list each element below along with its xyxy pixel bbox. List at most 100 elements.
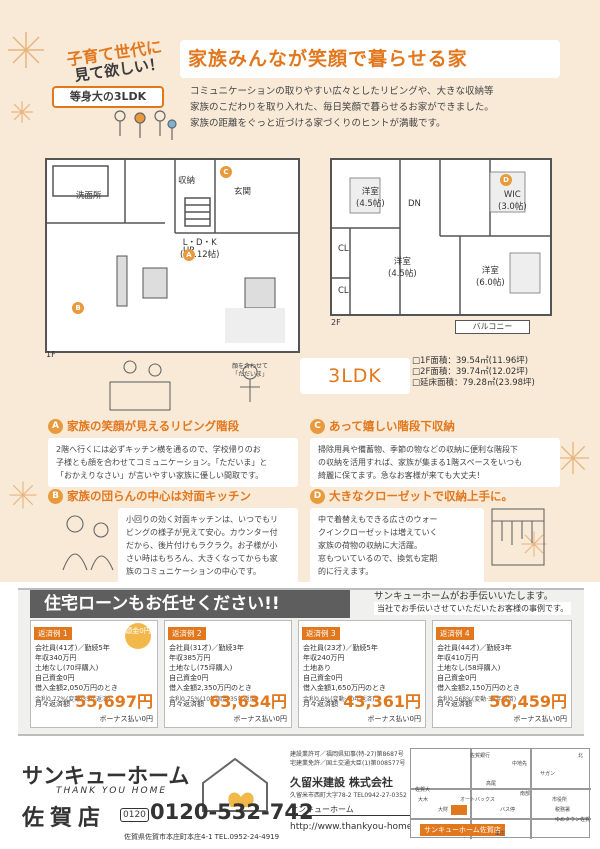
case-tag: 返済例 3 [302,627,340,640]
intro-line: 家族の距離をぐっと近づける家づくりのヒントが満載です。 [190,118,446,129]
case-rate: 金利0.75%(10年固定·35年返済) [169,696,258,703]
case-info: 土地なし(75坪購入) [169,664,233,672]
repayment-card: 返済例 1 会社員(41才)／勤続5年年収340万円土地なし(70坪購入) 自己資… [30,620,158,728]
snowflake-decoration [8,32,44,68]
point-text: 族のコミュニケーションの中心です。 [126,567,262,576]
point-text: さい時はもちろん、大きくなってからも家 [126,554,278,563]
loan-title: 住宅ローンもお任せください!! [30,590,350,618]
room-2f-western-3: 洋室 (6.0帖) [476,266,505,288]
plan-1f-walls [45,158,300,343]
room-wash: 洗面所 [76,191,102,201]
case-info: 年収410万円 [437,654,479,662]
point-text: クインクローゼットは増えていく [318,528,438,537]
case-amount: 55,697円 [75,692,153,711]
snowflake-decoration [521,531,547,557]
case-info: 年収340万円 [35,654,77,662]
room-ldk: L・D・K (15.12帖) [180,238,220,260]
map-label: 佐賀大 [415,787,431,793]
case-info: 自己資金0円 [303,674,343,682]
page-title: 家族みんなが笑顔で暮らせる家 [188,48,468,70]
case-info: 会社員(44才)／勤続3年 [437,644,512,652]
case-tag: 返済例 4 [436,627,474,640]
company-name: 久留米建設 株式会社 [290,776,393,789]
family-illustration [114,110,177,140]
marker-c: C [220,166,232,178]
case-pay-label: 月々返済額 [437,700,472,708]
point-text: 綺麗に保てます。急なお客様が来ても大丈夫！ [318,471,485,480]
point-text: 窓もついているので、換気も定期 [318,554,438,563]
case-bonus: ボーナス払い0円 [513,715,567,723]
repayment-card: 返済例 3 会社員(23才)／勤続5年年収240万円土地あり自己資金0円借入金額… [298,620,426,728]
layout-type: 3LDK [300,358,410,394]
stairs-down-label: DN [408,199,421,209]
map-caption: サンキューホーム佐賀店 [420,824,505,836]
kitchen-family-illustration [62,515,114,571]
case-tag: 返済例 1 [34,627,72,640]
map-label: バス停 [500,807,516,813]
badge-line-3: 等身大の3LDK [52,86,164,108]
company-address: 久留米市西町大字78-2 TEL0942-27-0352 [290,792,407,799]
point-text: 掃除用具や備蓄物、季節の物などの収納に便利な階段下 [318,445,518,454]
point-badge: B [48,488,63,504]
point-title: あって嬉しい階段下収納 [329,419,455,433]
case-info: 土地あり [303,664,331,672]
balcony-label: バルコニー [455,320,530,334]
point-text: 小回りの効く対面キッチンは、いつでもリ [126,515,278,524]
snowflake-decoration [11,101,33,123]
map-label: 市役所 [552,797,568,803]
area-2f: □2F面積：39.74㎡(12.02坪) [412,367,529,377]
case-amount: 56,459円 [489,692,567,711]
map-label: 高尾 [486,781,497,787]
case-info: 土地なし(70坪購入) [35,664,99,672]
map-label: オートバックス [460,797,495,803]
case-info: 自己資金0円 [169,674,209,682]
case-pay-label: 月々返済額 [35,700,70,708]
case-info: 会社員(41才)／勤続5年 [35,644,110,652]
case-bonus: ボーナス払い0円 [367,715,421,723]
title-bar [180,40,560,78]
down-payment-badge: 頭金0円 [125,623,151,649]
case-rate: 金利0.568%(変動·35年返済) [437,696,517,703]
access-map [410,748,591,839]
case-bonus: ボーナス払い0円 [233,715,287,723]
license-info: 建設業許可／福岡県知事(特-27)第8687号宅建業免許／国土交通大臣(1)第0… [290,750,405,768]
point-badge: D [310,488,325,504]
map-label: 南部 [520,791,531,797]
shop-address: 佐賀県佐賀市本庄町本庄4-1 TEL.0952-24-4919 [124,833,280,841]
repayment-card: 返済例 4 会社員(44才)／勤続3年年収410万円土地なし(58坪購入)自己資… [432,620,572,728]
case-info: 借入金額1,650万円のとき [303,684,387,692]
case-info: 借入金額2,050万円のとき [35,684,119,692]
case-pay-label: 月々返済額 [169,700,204,708]
point-badge: A [48,418,63,434]
point-text: ビングの様子が見えて安心。カウンター付 [126,528,278,537]
point-text: 家族の荷物の収納に大活躍。 [318,541,422,550]
search-brand: サンキューホーム [290,804,410,816]
point-text: だから、後片付けもラクラク。お子様が小 [126,541,278,550]
room-storage: 収納 [178,176,196,186]
room-2f-western-2: 洋室 (4.5帖) [388,257,417,279]
room-entrance: 玄関 [234,187,252,197]
case-tag: 返済例 2 [168,627,206,640]
case-info: 借入金額2,350万円のとき [169,684,253,692]
case-info: 借入金額2,150万円のとき [437,684,521,692]
point-text: 2階へ行くには必ずキッチン横を通るので、学校帰りのお [56,445,261,454]
license-line: 建設業許可／福岡県知事(特-27)第8687号 [290,751,404,758]
case-info: 自己資金0円 [35,674,75,682]
case-rate: 金利0.77%(変動·35年返済) [35,696,111,703]
map-label: 税務署 [555,807,571,813]
room-2f-western-1: 洋室 (4.5帖) [356,187,385,209]
freedial-badge: 0120 [120,808,149,822]
map-label: 大財 [438,807,449,813]
marker-d: D [500,174,512,186]
map-label: 本庄 [495,831,506,837]
case-info: 年収385万円 [169,654,211,662]
closet-label-2: CL [338,286,349,296]
room-wic: WIC (3.0帖) [498,190,527,212]
case-info: 土地なし(58坪購入) [437,664,501,672]
website-link[interactable]: http://www.thankyou-home.jp [290,822,424,832]
case-info: 会社員(23才)／勤続5年 [303,644,378,652]
intro-line: コミュニケーションの取りやすい広々としたリビングや、大きな収納等 [190,86,494,97]
